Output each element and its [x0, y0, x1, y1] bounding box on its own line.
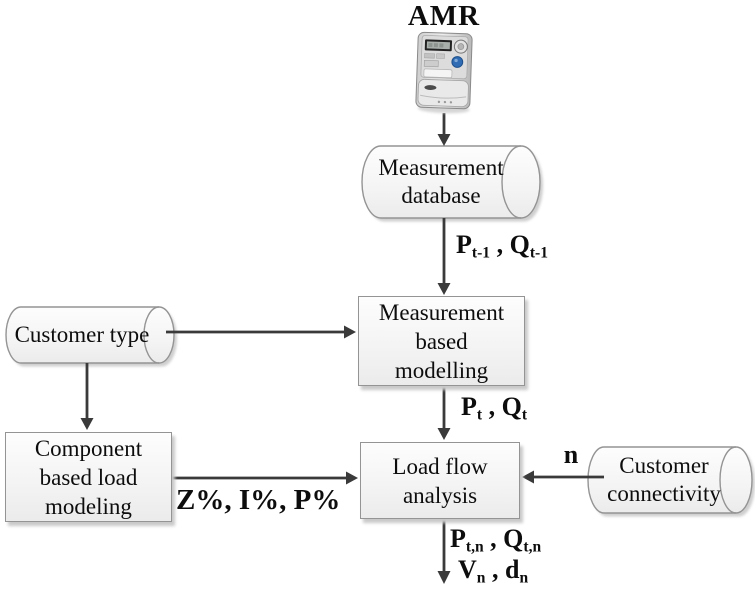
node-customer-connectivity-shape [587, 446, 755, 517]
node-label-line: analysis [402, 482, 478, 508]
node-customer-type-label: Customer type [6, 307, 158, 363]
node-label-line: Load flow [392, 453, 488, 479]
edge-label-pq-t: Pt , Qt [461, 392, 528, 424]
arrow-connectivity-to-loadflow [522, 470, 604, 484]
smart-meter-icon [415, 31, 473, 114]
node-component-based-load-modeling: Component based load modeling [5, 432, 172, 522]
node-label-line: based load [39, 464, 138, 490]
arrow-component-to-loadflow [172, 471, 358, 485]
node-label-line: modelling [394, 357, 489, 383]
node-label-line: modeling [45, 493, 132, 519]
node-measurement-based-modelling: Measurement based modelling [358, 296, 525, 386]
node-label-line: Measurement [378, 299, 505, 325]
arrow-database-to-modelling [437, 218, 451, 295]
arrow-customertype-to-component [80, 363, 94, 430]
diagram-title: AMR [407, 0, 481, 32]
cylinder-cap-arc [719, 446, 737, 514]
node-measurement-database-label: Measurement database [362, 146, 520, 218]
node-measurement-database-shape [361, 145, 543, 222]
node-label-line: based [415, 328, 468, 354]
arrow-customertype-to-modelling [166, 325, 356, 339]
node-label-line: Measurement [378, 155, 504, 180]
node-label-line: database [401, 183, 481, 208]
edge-label-n: n [563, 440, 579, 469]
edge-label-pq-prev: Pt-1 , Qt-1 [456, 230, 548, 262]
node-customer-type-shape [5, 306, 178, 367]
cylinder-cap-arc [501, 145, 522, 219]
arrow-meter-to-database [437, 113, 451, 146]
edge-label-pq-tn: Pt,n , Qt,n [450, 524, 542, 556]
arrow-modelling-to-loadflow [437, 386, 451, 440]
node-customer-connectivity-label: Customer connectivity [590, 447, 738, 513]
node-label-line: Customer type [14, 322, 150, 347]
node-label-line: Customer [619, 453, 709, 478]
node-load-flow-analysis: Load flow analysis [360, 442, 520, 519]
cylinder-cap-arc [143, 306, 160, 364]
node-label-line: connectivity [607, 481, 721, 506]
edge-label-vd-n: Vn , dn [458, 555, 529, 587]
node-label-line: Component [34, 435, 143, 461]
arrow-loadflow-to-output [437, 519, 451, 584]
edge-label-zip-percent: Z%, I%, P% [176, 484, 341, 516]
